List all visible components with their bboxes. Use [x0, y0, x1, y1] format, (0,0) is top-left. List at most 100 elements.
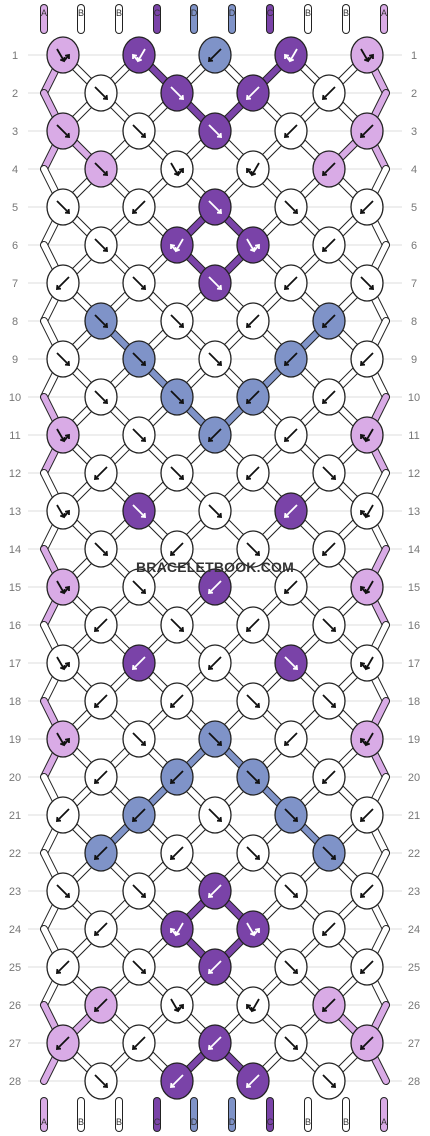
knot-arrow-icon	[284, 960, 298, 974]
knot-arrow-icon	[246, 238, 260, 253]
knot-arrow-icon	[170, 86, 184, 100]
knot-arrow-icon	[94, 466, 108, 480]
knot-arrow-icon	[284, 580, 298, 594]
knot-arrow-icon	[284, 200, 298, 214]
knot-arrow-icon	[246, 770, 260, 784]
knot-arrow-icon	[284, 884, 298, 898]
strand-top-label: B	[343, 8, 349, 18]
knot-arrow-icon	[170, 694, 184, 708]
knot-arrow-icon	[56, 504, 70, 519]
knot-arrow-icon	[132, 732, 146, 746]
knot-arrow-icon	[56, 960, 70, 974]
knot-arrow-icon	[94, 1074, 108, 1088]
knot-arrow-icon	[170, 542, 184, 556]
knot-arrow-icon	[322, 86, 336, 100]
knot-arrow-icon	[322, 922, 336, 936]
row-number-left: 18	[9, 696, 21, 708]
strand-bottom-label: B	[305, 1117, 311, 1127]
row-number-right: 7	[411, 278, 417, 290]
strand-top-label: D	[191, 8, 198, 18]
row-number-left: 23	[9, 886, 21, 898]
knot-arrow-icon	[94, 770, 108, 784]
strand-bottom-label: B	[78, 1117, 84, 1127]
knot-arrow-icon	[360, 352, 374, 366]
knot-arrow-icon	[94, 998, 108, 1012]
strand-bottom-label: B	[343, 1117, 349, 1127]
knot-arrow-icon	[56, 884, 70, 898]
knot	[46, 492, 80, 530]
row-number-left: 8	[12, 316, 18, 328]
row-number-right: 26	[408, 1000, 420, 1012]
knot-arrow-icon	[360, 580, 374, 595]
knot-arrow-icon	[170, 922, 184, 937]
row-number-left: 16	[9, 620, 21, 632]
knot-arrow-icon	[208, 352, 222, 366]
knot-arrow-icon	[322, 618, 336, 632]
knot-arrow-icon	[132, 1036, 146, 1050]
strand-bottom-label: B	[116, 1117, 122, 1127]
row-number-right: 17	[408, 658, 420, 670]
strand-top-label: D	[229, 8, 236, 18]
row-number-right: 19	[408, 734, 420, 746]
row-number-right: 12	[408, 468, 420, 480]
knot-arrow-icon	[170, 1074, 184, 1088]
knot-arrow-icon	[170, 466, 184, 480]
knot-arrow-icon	[208, 960, 222, 974]
knot-arrow-icon	[56, 428, 70, 443]
knot	[274, 36, 308, 74]
knot-arrow-icon	[322, 542, 336, 556]
knot-arrow-icon	[360, 124, 374, 138]
knot-arrow-icon	[322, 466, 336, 480]
knot-arrow-icon	[360, 200, 374, 214]
row-number-left: 1	[12, 50, 18, 62]
knot-arrow-icon	[170, 846, 184, 860]
row-number-left: 4	[12, 164, 18, 176]
row-number-right: 24	[408, 924, 420, 936]
knot-arrow-icon	[208, 884, 222, 898]
strand-top-label: C	[267, 8, 274, 18]
row-number-left: 10	[9, 392, 21, 404]
knot-arrow-icon	[56, 48, 70, 63]
knot-arrow-icon	[132, 276, 146, 290]
row-number-right: 28	[408, 1076, 420, 1088]
knot-arrow-icon	[94, 162, 108, 176]
knot-arrow-icon	[56, 808, 70, 822]
knot-arrow-icon	[56, 732, 70, 747]
row-number-right: 25	[408, 962, 420, 974]
knot-arrow-icon	[246, 466, 260, 480]
row-number-right: 21	[408, 810, 420, 822]
row-number-right: 23	[408, 886, 420, 898]
knot	[236, 150, 270, 188]
knot	[350, 568, 384, 606]
strand-bottom-label: A	[381, 1117, 387, 1127]
knot-arrow-icon	[132, 200, 146, 214]
knot-arrow-icon	[132, 352, 146, 366]
row-number-right: 9	[411, 354, 417, 366]
knot-arrow-icon	[284, 48, 298, 63]
knot	[350, 644, 384, 682]
row-number-left: 11	[9, 430, 20, 442]
row-number-left: 15	[9, 582, 21, 594]
knot-arrow-icon	[208, 656, 222, 670]
knot-arrow-icon	[170, 618, 184, 632]
row-number-left: 3	[12, 126, 18, 138]
knot-arrow-icon	[56, 124, 70, 138]
knot-arrow-icon	[94, 542, 108, 556]
knot-arrow-icon	[170, 314, 184, 328]
knot-arrow-icon	[170, 238, 184, 253]
knot-arrow-icon	[322, 238, 336, 252]
row-number-left: 17	[9, 658, 21, 670]
knot-arrow-icon	[208, 580, 222, 594]
knot-arrow-icon	[322, 998, 336, 1012]
row-number-right: 15	[408, 582, 420, 594]
row-number-left: 24	[9, 924, 21, 936]
knot	[160, 986, 194, 1024]
knot-arrow-icon	[56, 352, 70, 366]
row-number-left: 9	[12, 354, 18, 366]
row-number-left: 13	[9, 506, 21, 518]
knot	[46, 644, 80, 682]
strand-bottom-label: C	[154, 1117, 161, 1127]
row-number-right: 20	[408, 772, 420, 784]
knot-arrow-icon	[360, 504, 374, 519]
knot-arrow-icon	[208, 1036, 222, 1050]
